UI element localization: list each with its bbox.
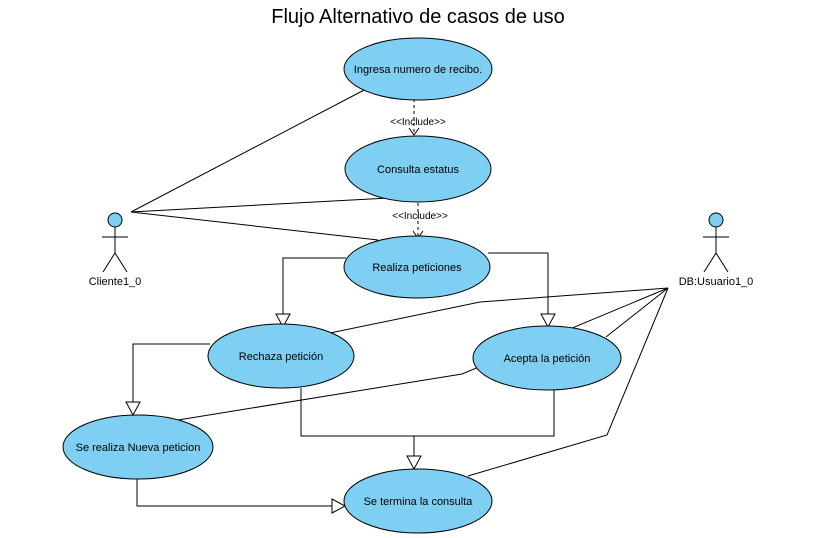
actor-db-usuario[interactable]: DB:Usuario1_0: [679, 212, 754, 288]
actor-cliente-label: Cliente1_0: [89, 276, 142, 288]
flow-acepta-termina: [413, 388, 555, 456]
assoc-db-acepta: [605, 287, 669, 338]
arrow-to-acepta: [540, 313, 556, 329]
use-case-ingresa-shape: [343, 37, 493, 101]
actor-db-leg-right: [715, 252, 729, 273]
use-case-acepta-shape: [472, 325, 622, 391]
use-case-acepta-label: Acepta la petición: [504, 353, 591, 365]
use-case-nueva[interactable]: Se realiza Nueva peticion: [62, 414, 214, 480]
use-case-nueva-shape: [62, 414, 214, 480]
use-case-consulta-shape: [344, 135, 492, 203]
use-case-realiza-shape: [343, 235, 491, 299]
flow-rechaza-termina: [300, 388, 414, 437]
use-case-termina-label: Se termina la consulta: [364, 496, 474, 508]
use-case-ingresa-label: Ingresa numero de recibo.: [354, 64, 482, 76]
use-case-rechaza-label: Rechaza petición: [239, 351, 323, 363]
cliente-associations: [130, 87, 389, 241]
actor-db-head: [708, 212, 724, 228]
assoc-cliente-ingresa: [130, 87, 369, 213]
actor-cliente-head: [107, 212, 123, 228]
include-1-arrowhead: [408, 127, 420, 136]
assoc-cliente-consulta: [130, 197, 389, 213]
arrow-to-nueva: [125, 401, 141, 417]
use-case-termina-shape: [343, 468, 493, 534]
actor-cliente-leg-left: [102, 252, 116, 273]
assoc-db-rechaza: [329, 287, 669, 334]
use-case-termina[interactable]: Se termina la consulta: [343, 468, 493, 534]
actor-db-leg-left: [703, 252, 717, 273]
flow-rechaza-nueva: [132, 343, 210, 402]
actor-db-label: DB:Usuario1_0: [679, 276, 754, 288]
include-1-label: <<Include>>: [390, 117, 446, 128]
include-2-label: <<Include>>: [392, 211, 448, 222]
arrow-to-termina-top: [406, 455, 422, 471]
use-case-realiza[interactable]: Realiza peticiones: [343, 235, 491, 299]
flow-realiza-rechaza: [282, 257, 346, 314]
arrow-to-termina-left: [331, 498, 347, 514]
assoc-cliente-realiza: [130, 211, 379, 241]
arrow-to-rechaza: [275, 313, 291, 329]
generalizations: [125, 252, 556, 514]
use-case-rechaza-shape: [207, 323, 355, 389]
diagram-title: Flujo Alternativo de casos de uso: [271, 6, 565, 28]
db-associations: [177, 287, 669, 477]
use-case-nueva-label: Se realiza Nueva peticion: [76, 442, 201, 454]
assoc-db-nueva: [177, 287, 669, 421]
actor-cliente[interactable]: Cliente1_0: [89, 212, 142, 288]
use-case-consulta-label: Consulta estatus: [377, 164, 459, 176]
flow-realiza-acepta: [488, 252, 549, 314]
use-case-ingresa[interactable]: Ingresa numero de recibo.: [343, 37, 493, 101]
use-case-consulta[interactable]: Consulta estatus: [344, 135, 492, 203]
flow-nueva-termina: [136, 477, 332, 507]
use-case-rechaza[interactable]: Rechaza petición: [207, 323, 355, 389]
use-case-acepta[interactable]: Acepta la petición: [472, 325, 622, 391]
assoc-db-termina: [467, 287, 669, 477]
use-case-realiza-label: Realiza peticiones: [372, 262, 462, 274]
actor-cliente-leg-right: [114, 252, 128, 273]
